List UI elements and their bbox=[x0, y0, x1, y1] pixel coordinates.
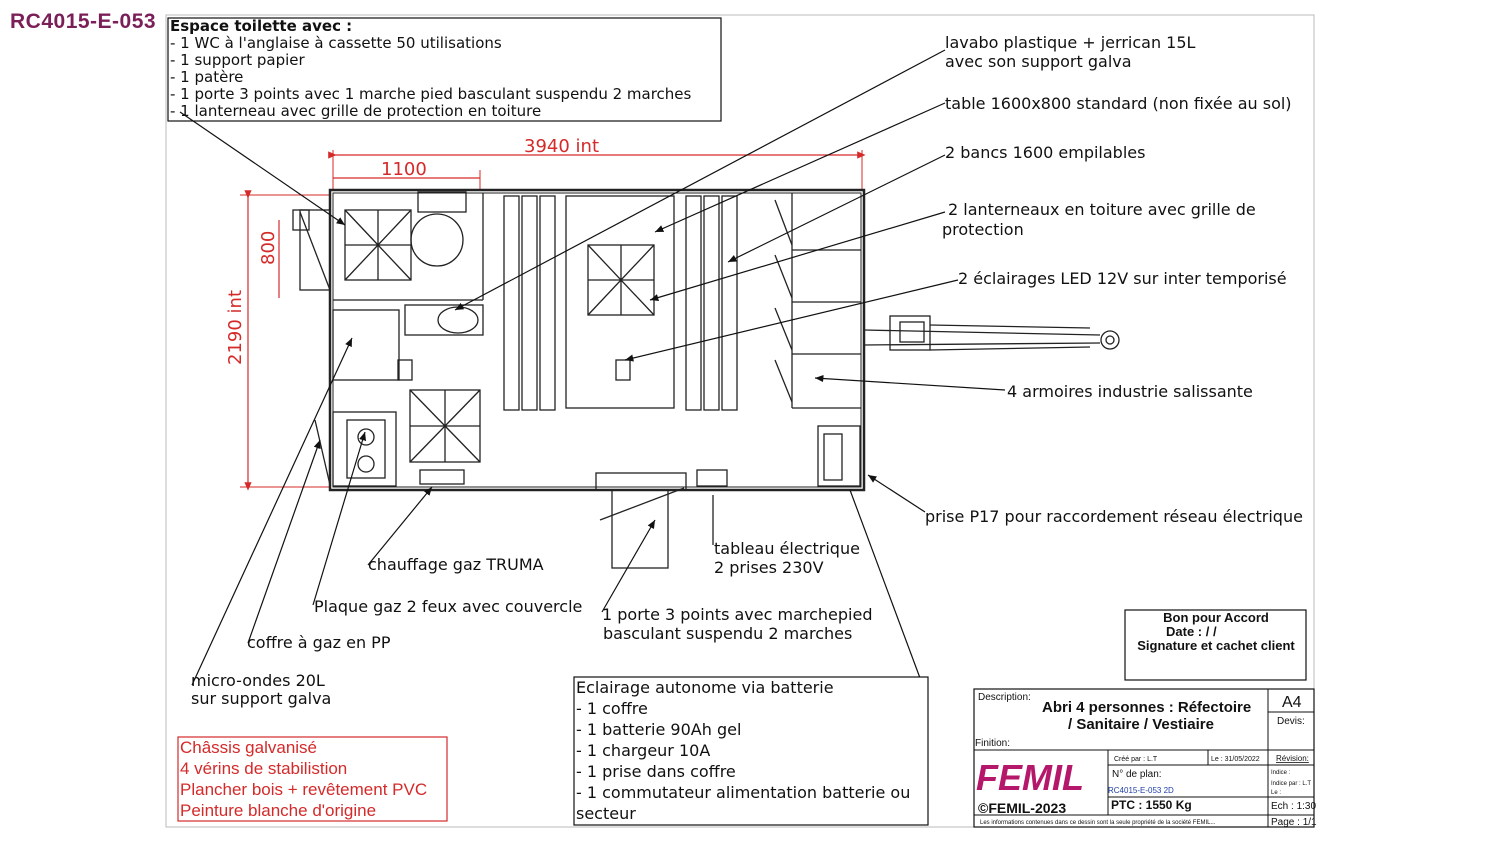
battery-spec-item: secteur bbox=[576, 804, 636, 823]
plan-label: N° de plan: bbox=[1112, 769, 1162, 780]
disclaimer: Les informations contenues dans ce dessi… bbox=[980, 820, 1216, 826]
description-line-2: / Sanitaire / Vestiaire bbox=[1068, 716, 1214, 733]
callout-lavabo-detail: avec son support galva bbox=[945, 52, 1132, 71]
le-label: Le : bbox=[1271, 790, 1281, 796]
callout-microondes-detail: sur support galva bbox=[191, 689, 331, 708]
chassis-spec-item: 4 vérins de stabilistion bbox=[180, 759, 347, 778]
battery-spec-item: - 1 chargeur 10A bbox=[576, 741, 710, 760]
callout-tableau: tableau électrique bbox=[714, 539, 860, 558]
toilet-spec-item: - 1 support papier bbox=[170, 51, 305, 69]
drawing-reference: RC4015-E-053 bbox=[10, 10, 157, 33]
callout-porte-detail: basculant suspendu 2 marches bbox=[603, 624, 852, 643]
callout-eclairages: 2 éclairages LED 12V sur inter temporisé bbox=[958, 269, 1287, 288]
femil-logo: FEMIL bbox=[976, 757, 1084, 798]
description-line-1: Abri 4 personnes : Réfectoire bbox=[1042, 699, 1251, 716]
width-dimension: 2190 int bbox=[225, 290, 246, 365]
approval-box: Bon pour Accord Date : / / Signature et … bbox=[1124, 609, 1307, 681]
leader-lines bbox=[179, 49, 1006, 686]
callout-plaque: Plaque gaz 2 feux avec couvercle bbox=[314, 597, 582, 616]
created-by: Créé par : L.T bbox=[1114, 756, 1158, 763]
approval-title: Bon pour Accord bbox=[1163, 610, 1269, 625]
chassis-spec-box: Châssis galvanisé 4 vérins de stabilisti… bbox=[177, 736, 448, 822]
callout-lanterneaux: 2 lanterneaux en toiture avec grille de bbox=[948, 200, 1256, 219]
copyright: ©FEMIL-2023 bbox=[978, 800, 1066, 816]
floor-plan bbox=[292, 188, 1120, 569]
length-dimension: 3940 int bbox=[524, 136, 599, 157]
revision-label: Révision: bbox=[1276, 754, 1309, 763]
callout-tableau-detail: 2 prises 230V bbox=[714, 558, 824, 577]
door-width-dimension: 800 bbox=[258, 231, 279, 265]
chassis-spec-item: Plancher bois + revêtement PVC bbox=[180, 780, 427, 799]
format-label: A4 bbox=[1282, 694, 1302, 711]
toilet-spec-box: Espace toilette avec : - 1 WC à l'anglai… bbox=[167, 17, 722, 122]
scale-value: Ech : 1:30 bbox=[1271, 801, 1316, 812]
toilet-spec-item: - 1 lanterneau avec grille de protection… bbox=[170, 102, 541, 120]
title-block: Description: Abri 4 personnes : Réfectoi… bbox=[973, 688, 1317, 828]
plan-number: RC4015-E-053 2D bbox=[1108, 786, 1174, 795]
finition-label: Finition: bbox=[975, 738, 1010, 749]
ptc-value: PTC : 1550 Kg bbox=[1111, 798, 1192, 812]
toilet-spec-title: Espace toilette avec : bbox=[170, 17, 352, 35]
callout-porte: 1 porte 3 points avec marchepied bbox=[602, 605, 872, 624]
dimensions: 3940 int 1100 2190 int 800 bbox=[225, 136, 866, 491]
sheet-frame bbox=[165, 14, 1315, 828]
toilet-spec-item: - 1 porte 3 points avec 1 marche pied ba… bbox=[170, 85, 692, 103]
indice-par: Indice par : L.T bbox=[1271, 781, 1311, 787]
toilet-spec-item: - 1 WC à l'anglaise à cassette 50 utilis… bbox=[170, 34, 502, 52]
page-number: Page : 1/1 bbox=[1271, 817, 1317, 828]
battery-spec-box: Eclairage autonome via batterie - 1 coff… bbox=[573, 676, 929, 826]
battery-spec-item: - 1 coffre bbox=[576, 699, 648, 718]
battery-spec-item: - 1 prise dans coffre bbox=[576, 762, 736, 781]
callout-table: table 1600x800 standard (non fixée au so… bbox=[945, 94, 1292, 113]
callout-chauffage: chauffage gaz TRUMA bbox=[368, 555, 544, 574]
callout-prise: prise P17 pour raccordement réseau élect… bbox=[925, 507, 1303, 526]
callout-armoires: 4 armoires industrie salissante bbox=[1007, 382, 1253, 401]
creation-date: Le : 31/05/2022 bbox=[1211, 756, 1260, 763]
chassis-spec-item: Châssis galvanisé bbox=[180, 738, 317, 757]
callout-coffre: coffre à gaz en PP bbox=[247, 633, 391, 652]
chassis-spec-item: Peinture blanche d'origine bbox=[180, 801, 376, 820]
indice-label: Indice : bbox=[1271, 770, 1291, 776]
callout-lanterneaux-detail: protection bbox=[942, 220, 1024, 239]
devis-label: Devis: bbox=[1277, 716, 1305, 727]
approval-signature: Signature et cachet client bbox=[1137, 638, 1295, 653]
drawbar bbox=[863, 315, 1120, 351]
toilet-length-dimension: 1100 bbox=[381, 159, 427, 180]
callout-lavabo: lavabo plastique + jerrican 15L bbox=[945, 33, 1196, 52]
battery-spec-item: - 1 batterie 90Ah gel bbox=[576, 720, 741, 739]
battery-spec-title: Eclairage autonome via batterie bbox=[576, 678, 834, 697]
battery-spec-item: - 1 commutateur alimentation batterie ou bbox=[576, 783, 910, 802]
callout-microondes: micro-ondes 20L bbox=[191, 671, 325, 690]
callout-bancs: 2 bancs 1600 empilables bbox=[945, 143, 1145, 162]
toilet-spec-item: - 1 patère bbox=[170, 68, 243, 86]
approval-date: Date : / / bbox=[1166, 624, 1217, 639]
description-label: Description: bbox=[978, 692, 1031, 703]
